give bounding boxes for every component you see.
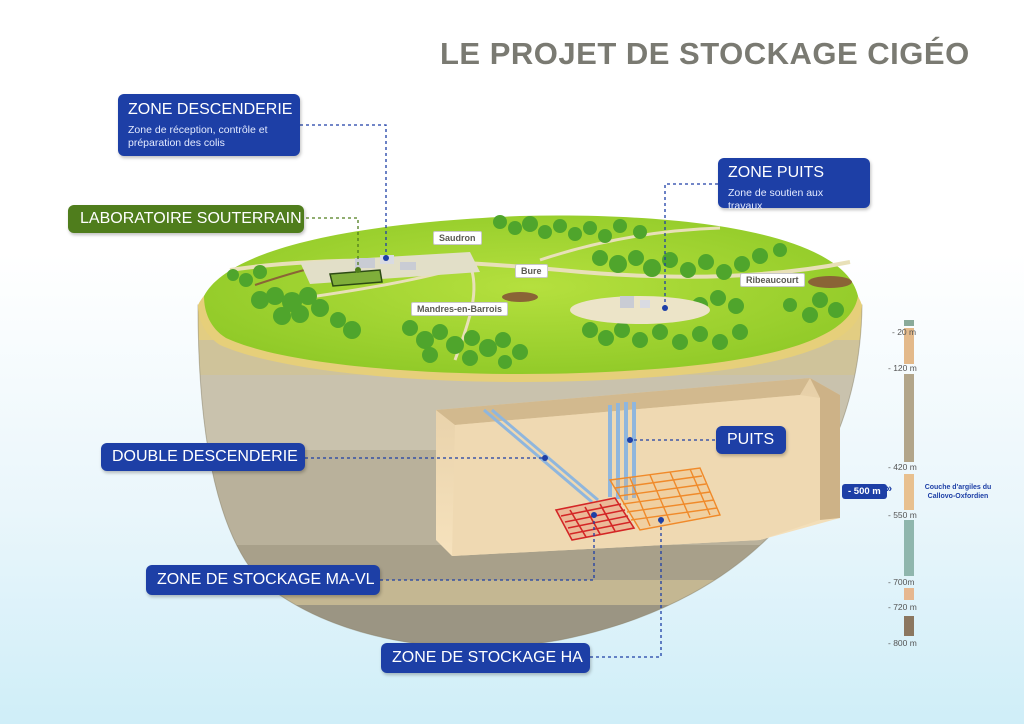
zone-stockage-mavl-grid bbox=[554, 497, 636, 541]
clay-layer-note: Couche d'argiles du Callovo-Oxfordien bbox=[924, 484, 992, 500]
depth-arrow-icon: » bbox=[886, 483, 893, 495]
depth-tick-420: - 420 m bbox=[888, 462, 917, 472]
place-label-saudron: Saudron bbox=[433, 231, 482, 245]
callout-zone-stockage-mavl-title: ZONE DE STOCKAGE MA-VL bbox=[157, 571, 375, 588]
place-label-mandres: Mandres-en-Barrois bbox=[411, 302, 509, 316]
callout-zone-descenderie-title: ZONE DESCENDERIE bbox=[128, 101, 293, 118]
callout-double-descenderie: DOUBLE DESCENDERIE bbox=[101, 443, 305, 471]
callout-laboratoire-souterrain: LABORATOIRE SOUTERRAIN bbox=[68, 205, 304, 233]
callout-puits: PUITS bbox=[716, 426, 786, 454]
place-label-bure: Bure bbox=[515, 264, 548, 278]
callout-zone-stockage-ha: ZONE DE STOCKAGE HA bbox=[381, 643, 590, 673]
callout-zone-descenderie-subtitle: Zone de réception, contrôle et préparati… bbox=[128, 124, 268, 149]
depth-500-badge: - 500 m bbox=[842, 484, 887, 499]
depth-tick-720: - 720 m bbox=[888, 602, 917, 612]
forest-clusters bbox=[227, 215, 844, 369]
callout-leaders bbox=[300, 124, 718, 658]
callout-markers bbox=[355, 255, 668, 523]
callout-zone-stockage-ha-title: ZONE DE STOCKAGE HA bbox=[392, 649, 583, 666]
callout-puits-title: PUITS bbox=[727, 431, 775, 448]
depth-scale-bar bbox=[904, 320, 914, 636]
depth-tick-800: - 800 m bbox=[888, 638, 917, 648]
callout-zone-puits-subtitle: Zone de soutien aux travaux bbox=[728, 187, 824, 212]
puits-surface-site bbox=[570, 296, 710, 324]
callout-double-descenderie-title: DOUBLE DESCENDERIE bbox=[112, 448, 298, 465]
depth-tick-20: - 20 m bbox=[892, 327, 917, 337]
callout-zone-puits-title: ZONE PUITS bbox=[728, 164, 825, 181]
depth-tick-550: - 550 m bbox=[888, 510, 917, 520]
shafts bbox=[608, 402, 636, 500]
callout-laboratoire-title: LABORATOIRE SOUTERRAIN bbox=[80, 210, 302, 227]
callout-zone-puits: ZONE PUITS Zone de soutien aux travaux bbox=[718, 158, 870, 212]
callout-zone-stockage-mavl: ZONE DE STOCKAGE MA-VL bbox=[146, 565, 380, 595]
callout-zone-descenderie: ZONE DESCENDERIE Zone de réception, cont… bbox=[118, 94, 300, 156]
depth-tick-120: - 120 m bbox=[888, 363, 917, 373]
page-title: LE PROJET DE STOCKAGE CIGÉO bbox=[440, 36, 970, 71]
zone-stockage-ha-grid bbox=[608, 467, 721, 531]
depth-tick-700: - 700m bbox=[888, 577, 915, 587]
place-label-ribeaucourt: Ribeaucourt bbox=[740, 273, 805, 287]
